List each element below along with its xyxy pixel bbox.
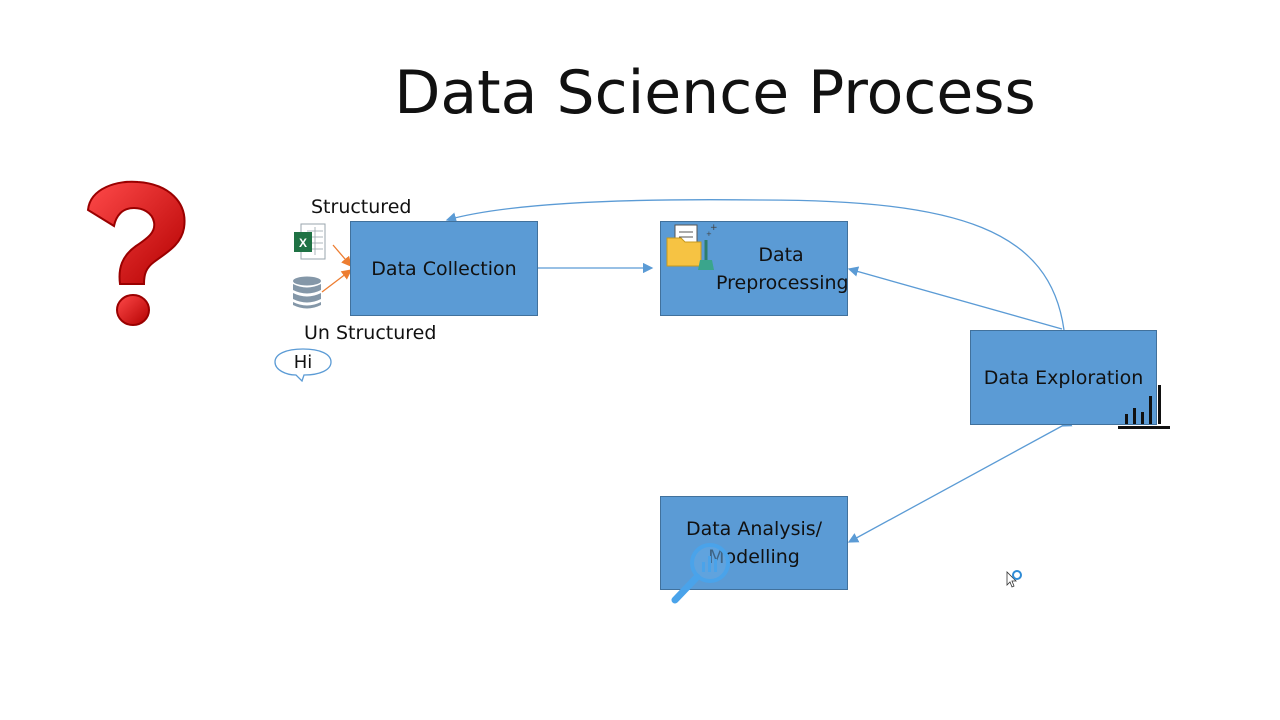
database-icon	[293, 276, 321, 309]
magnifier-chart-icon	[671, 543, 730, 604]
data-analysis-box: Data Analysis/ Modelling	[660, 496, 848, 590]
structured-label: Structured	[311, 196, 412, 218]
arrow-structured-source	[332, 244, 352, 267]
speech-bubble-icon: Hi	[274, 348, 332, 383]
excel-icon: X	[294, 223, 326, 260]
question-mark-icon	[86, 180, 186, 326]
folder-cleaning-icon: + +	[666, 223, 717, 270]
data-exploration-box: Data Exploration	[970, 330, 1157, 425]
data-preprocessing-label: Data Preprocessing	[716, 243, 849, 294]
arrow-exploration-analysis	[847, 417, 1073, 543]
arrow-exploration-preprocessing	[847, 266, 1063, 330]
svg-text:+: +	[710, 223, 717, 233]
arrow-unstructured-source	[321, 269, 353, 293]
unstructured-label: Un Structured	[304, 322, 437, 344]
svg-text:+: +	[706, 230, 712, 238]
slide-title: Data Science Process	[394, 58, 1036, 128]
data-analysis-label: Data Analysis/ Modelling	[685, 518, 823, 568]
data-collection-label: Data Collection	[371, 257, 517, 280]
data-exploration-label: Data Exploration	[983, 366, 1144, 389]
arrow-exploration-collection	[445, 199, 1065, 331]
bar-chart-icon	[1118, 385, 1170, 429]
cursor-icon	[1006, 570, 1022, 588]
speech-bubble-text: Hi	[293, 352, 313, 373]
data-collection-box: Data Collection	[350, 221, 538, 316]
svg-text:X: X	[299, 236, 307, 250]
